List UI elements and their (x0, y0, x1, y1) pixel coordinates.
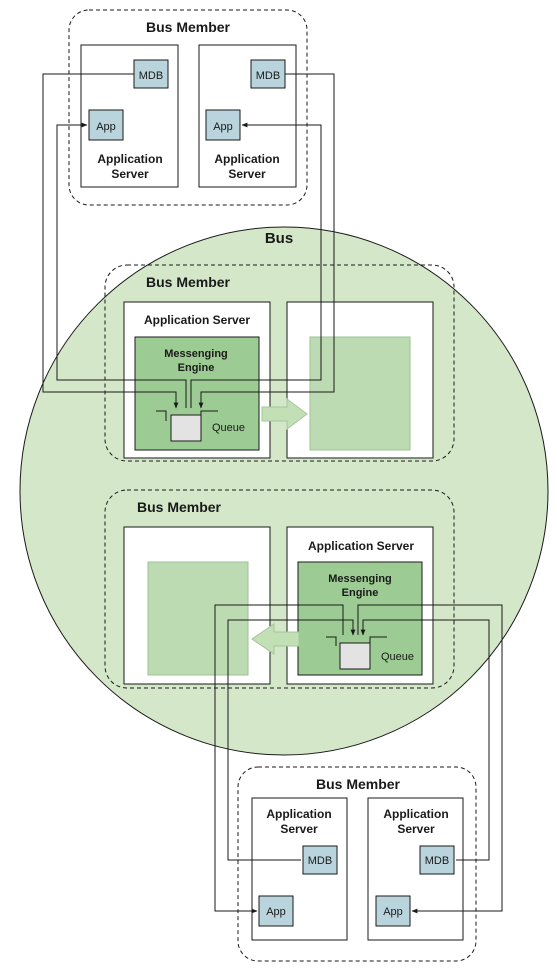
app-server-top-right-label-2: Server (228, 167, 266, 181)
conn-queue-to-app-bottom-right (357, 604, 503, 914)
bus-circle (19, 226, 549, 756)
app-bottom-right (375, 895, 411, 927)
conn-queue-to-mdb-top-left (42, 73, 179, 409)
standby-engine-lower (147, 561, 249, 676)
app-bottom-left-label: App (266, 906, 286, 918)
app-server-top-left-label-2: Server (111, 167, 149, 181)
app-server-top-right: MDB App Application Server (198, 44, 297, 188)
queue-lower-label: Queue (381, 651, 414, 663)
app-top-left-label: App (96, 121, 116, 133)
mdb-bottom-right (419, 845, 455, 875)
app-server-top-left-label-1: Application (97, 152, 162, 166)
mdb-bottom-left (302, 845, 338, 875)
conn-app-top-right-to-queue (190, 122, 322, 408)
conn-queue-to-mdb-top-right (198, 73, 335, 409)
app-bottom-right-label: App (383, 906, 403, 918)
conn-queue-to-app-bottom-left (214, 604, 344, 914)
bus-member-inner-upper-title: Bus Member (146, 274, 231, 290)
app-top-right (205, 109, 241, 141)
failover-arrow-left-icon (251, 623, 300, 655)
queue-lower (339, 642, 371, 670)
app-top-right-label: App (213, 121, 233, 133)
mdb-top-left-label: MDB (139, 70, 163, 82)
messaging-engine-lower-label-1: Messenging (328, 573, 392, 585)
app-server-top-left: MDB App Application Server (80, 44, 179, 188)
messaging-engine-upper-label-2: Engine (178, 362, 215, 374)
messaging-engine-lower-label-2: Engine (342, 587, 379, 599)
mdb-top-right (250, 59, 286, 89)
conn-app-top-left-to-queue (56, 122, 187, 408)
app-server-bottom-right-label-1: Application (383, 807, 448, 821)
app-server-bottom-left-label-2: Server (280, 822, 318, 836)
bus-member-bottom: Bus Member Application Server MDB App Ap… (237, 766, 477, 962)
app-server-bottom-right-label-2: Server (397, 822, 435, 836)
bus-title: Bus (265, 230, 293, 247)
conn-mdb-bottom-right-to-queue (360, 619, 490, 861)
queue-upper (170, 414, 202, 442)
conn-mdb-bottom-left-to-queue (227, 619, 356, 861)
messaging-engine-upper-label-1: Messenging (164, 348, 228, 360)
queue-upper-label: Queue (212, 422, 245, 434)
bus-member-inner-upper-border (104, 264, 455, 462)
app-server-upper-label: Application Server (144, 313, 250, 327)
mdb-bottom-right-label: MDB (425, 855, 449, 867)
bus-member-inner-lower-border (104, 489, 455, 689)
app-bottom-left (258, 895, 294, 927)
standby-engine-upper (309, 336, 411, 451)
bus-member-bottom-title: Bus Member (316, 776, 401, 792)
connectors (42, 73, 503, 914)
mdb-top-right-label: MDB (256, 70, 280, 82)
bus-member-inner-lower-title: Bus Member (137, 499, 222, 515)
app-server-top-right-label-1: Application (214, 152, 279, 166)
bus-member-top-title: Bus Member (146, 19, 231, 35)
app-server-bottom-left: Application Server MDB App (251, 797, 348, 941)
mdb-bottom-left-label: MDB (308, 855, 332, 867)
app-server-bottom-right: Application Server MDB App (367, 797, 464, 941)
app-server-lower-label: Application Server (308, 539, 414, 553)
standby-server-upper (286, 301, 434, 459)
app-top-left (88, 109, 124, 141)
app-server-bottom-left-label-1: Application (266, 807, 331, 821)
bus-member-top: Bus Member MDB App Application Server MD… (68, 9, 308, 206)
failover-arrow-right-icon (261, 398, 308, 430)
